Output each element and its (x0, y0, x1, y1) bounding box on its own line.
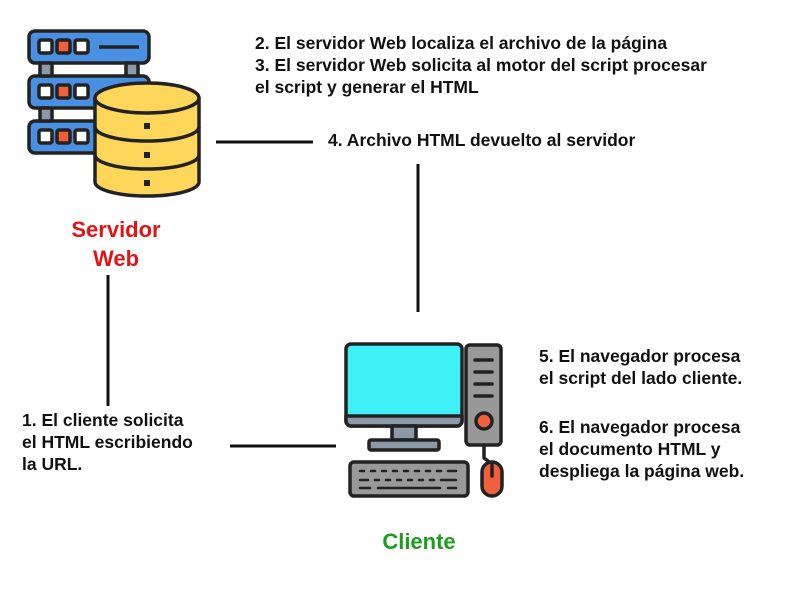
step-text-line: despliega la página web. (539, 461, 745, 481)
step-text-line: la URL. (22, 454, 83, 474)
step-text-line: 4. Archivo HTML devuelto al servidor (328, 130, 636, 150)
server-label: Servidor Web (40, 215, 192, 273)
step-text-line: 2. El servidor Web localiza el archivo d… (255, 33, 668, 53)
step-2-3-text: 2. El servidor Web localiza el archivo d… (255, 32, 707, 98)
desktop-computer-icon (344, 342, 504, 498)
step-6-text: 6. El navegador procesa el documento HTM… (539, 416, 744, 482)
step-text-line: 3. El servidor Web solicita al motor del… (255, 55, 707, 75)
step-text-line: 6. El navegador procesa (539, 417, 741, 437)
step-text-line: 5. El navegador procesa (539, 346, 741, 366)
step-text-line: el script del lado cliente. (539, 368, 743, 388)
step-text-line: el script y generar el HTML (255, 77, 479, 97)
client-label: Cliente (382, 529, 456, 554)
step-4-text: 4. Archivo HTML devuelto al servidor (328, 129, 635, 151)
step-text-line: el HTML escribiendo (22, 432, 193, 452)
step-text-line: el documento HTML y (539, 439, 721, 459)
server-label-line: Servidor (71, 217, 161, 242)
server-database-icon (27, 29, 201, 198)
step-1-text: 1. El cliente solicita el HTML escribien… (22, 409, 193, 475)
step-text-line: 1. El cliente solicita (22, 410, 184, 430)
step-5-text: 5. El navegador procesa el script del la… (539, 345, 742, 389)
server-label-line: Web (92, 246, 140, 271)
